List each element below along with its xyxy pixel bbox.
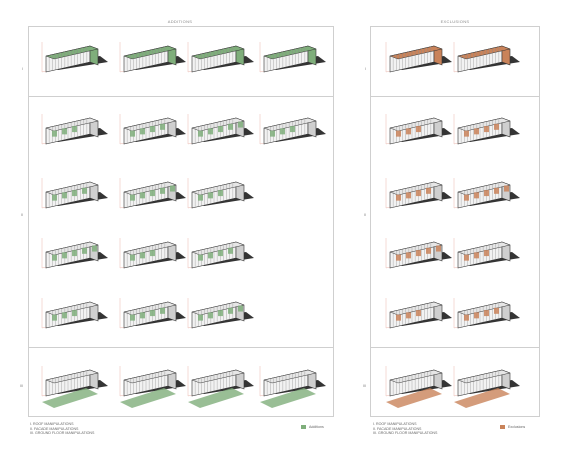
- additions-title: ADDITIONS: [167, 19, 193, 24]
- building-diagram: [187, 366, 254, 408]
- row-label-roof: I: [22, 66, 24, 71]
- exclusions-swatch: [500, 425, 505, 429]
- building-diagram: [385, 42, 452, 73]
- additions-panel: [28, 26, 334, 417]
- note-roof: I. ROOF MANIPULATIONS: [30, 422, 74, 426]
- exclusions-row-divider-2: [370, 347, 540, 348]
- building-diagram: [41, 42, 108, 73]
- additions-row-divider-1: [28, 96, 334, 97]
- building-diagram: [453, 42, 520, 73]
- building-diagram: [259, 114, 326, 145]
- building-diagram: [385, 178, 452, 209]
- building-diagram: [41, 238, 108, 269]
- note-ground-excl: III. GROUND FLOOR MANIPULATIONS: [373, 431, 438, 436]
- building-diagram: [453, 114, 520, 145]
- exclusions-panel: [370, 26, 540, 417]
- building-diagram: [187, 298, 254, 329]
- row-label-facade: II: [21, 212, 24, 217]
- building-diagram: [41, 366, 108, 408]
- additions-swatch: [301, 425, 306, 429]
- note-facade-excl: II. FACADE MANIPULATIONS: [373, 426, 422, 431]
- note-roof-excl: I. ROOF MANIPULATIONS: [373, 422, 417, 426]
- exclusions-legend-label: Exclusions: [508, 425, 526, 429]
- building-diagram: [453, 178, 520, 209]
- row-label-ground-excl: III: [363, 383, 367, 388]
- building-diagram: [385, 298, 452, 329]
- notes-exclusions: I. ROOF MANIPULATIONS II. FACADE MANIPUL…: [373, 422, 437, 436]
- building-diagram: [385, 366, 452, 408]
- building-diagram: [41, 178, 108, 209]
- row-label-roof-excl: I: [365, 66, 367, 71]
- note-facade: II. FACADE MANIPULATIONS: [30, 426, 79, 431]
- building-diagram: [119, 178, 186, 209]
- building-diagram: [187, 42, 254, 73]
- building-diagram: [119, 238, 186, 269]
- building-diagram: [453, 366, 520, 408]
- additions-row-divider-2: [28, 347, 334, 348]
- building-diagram: [187, 178, 254, 209]
- row-label-ground: III: [20, 383, 24, 388]
- note-ground: III. GROUND FLOOR MANIPULATIONS: [30, 431, 95, 436]
- building-diagram: [187, 114, 254, 145]
- building-diagram: [41, 298, 108, 329]
- additions-legend-label: Additions: [309, 425, 324, 429]
- building-diagram: [259, 366, 326, 408]
- building-diagram: [259, 42, 326, 73]
- building-diagram: [453, 298, 520, 329]
- building-diagram: [119, 366, 186, 408]
- exclusions-row-divider-1: [370, 96, 540, 97]
- building-diagram: [385, 114, 452, 145]
- building-diagram: [385, 238, 452, 269]
- notes-additions: I. ROOF MANIPULATIONS II. FACADE MANIPUL…: [30, 422, 94, 436]
- building-diagram: [187, 238, 254, 269]
- building-diagram: [119, 42, 186, 73]
- building-diagram: [119, 298, 186, 329]
- building-diagram: [41, 114, 108, 145]
- exclusions-title: EXCLUSIONS: [440, 19, 470, 24]
- building-diagram: [119, 114, 186, 145]
- row-label-facade-excl: II: [364, 212, 367, 217]
- building-diagram: [453, 238, 520, 269]
